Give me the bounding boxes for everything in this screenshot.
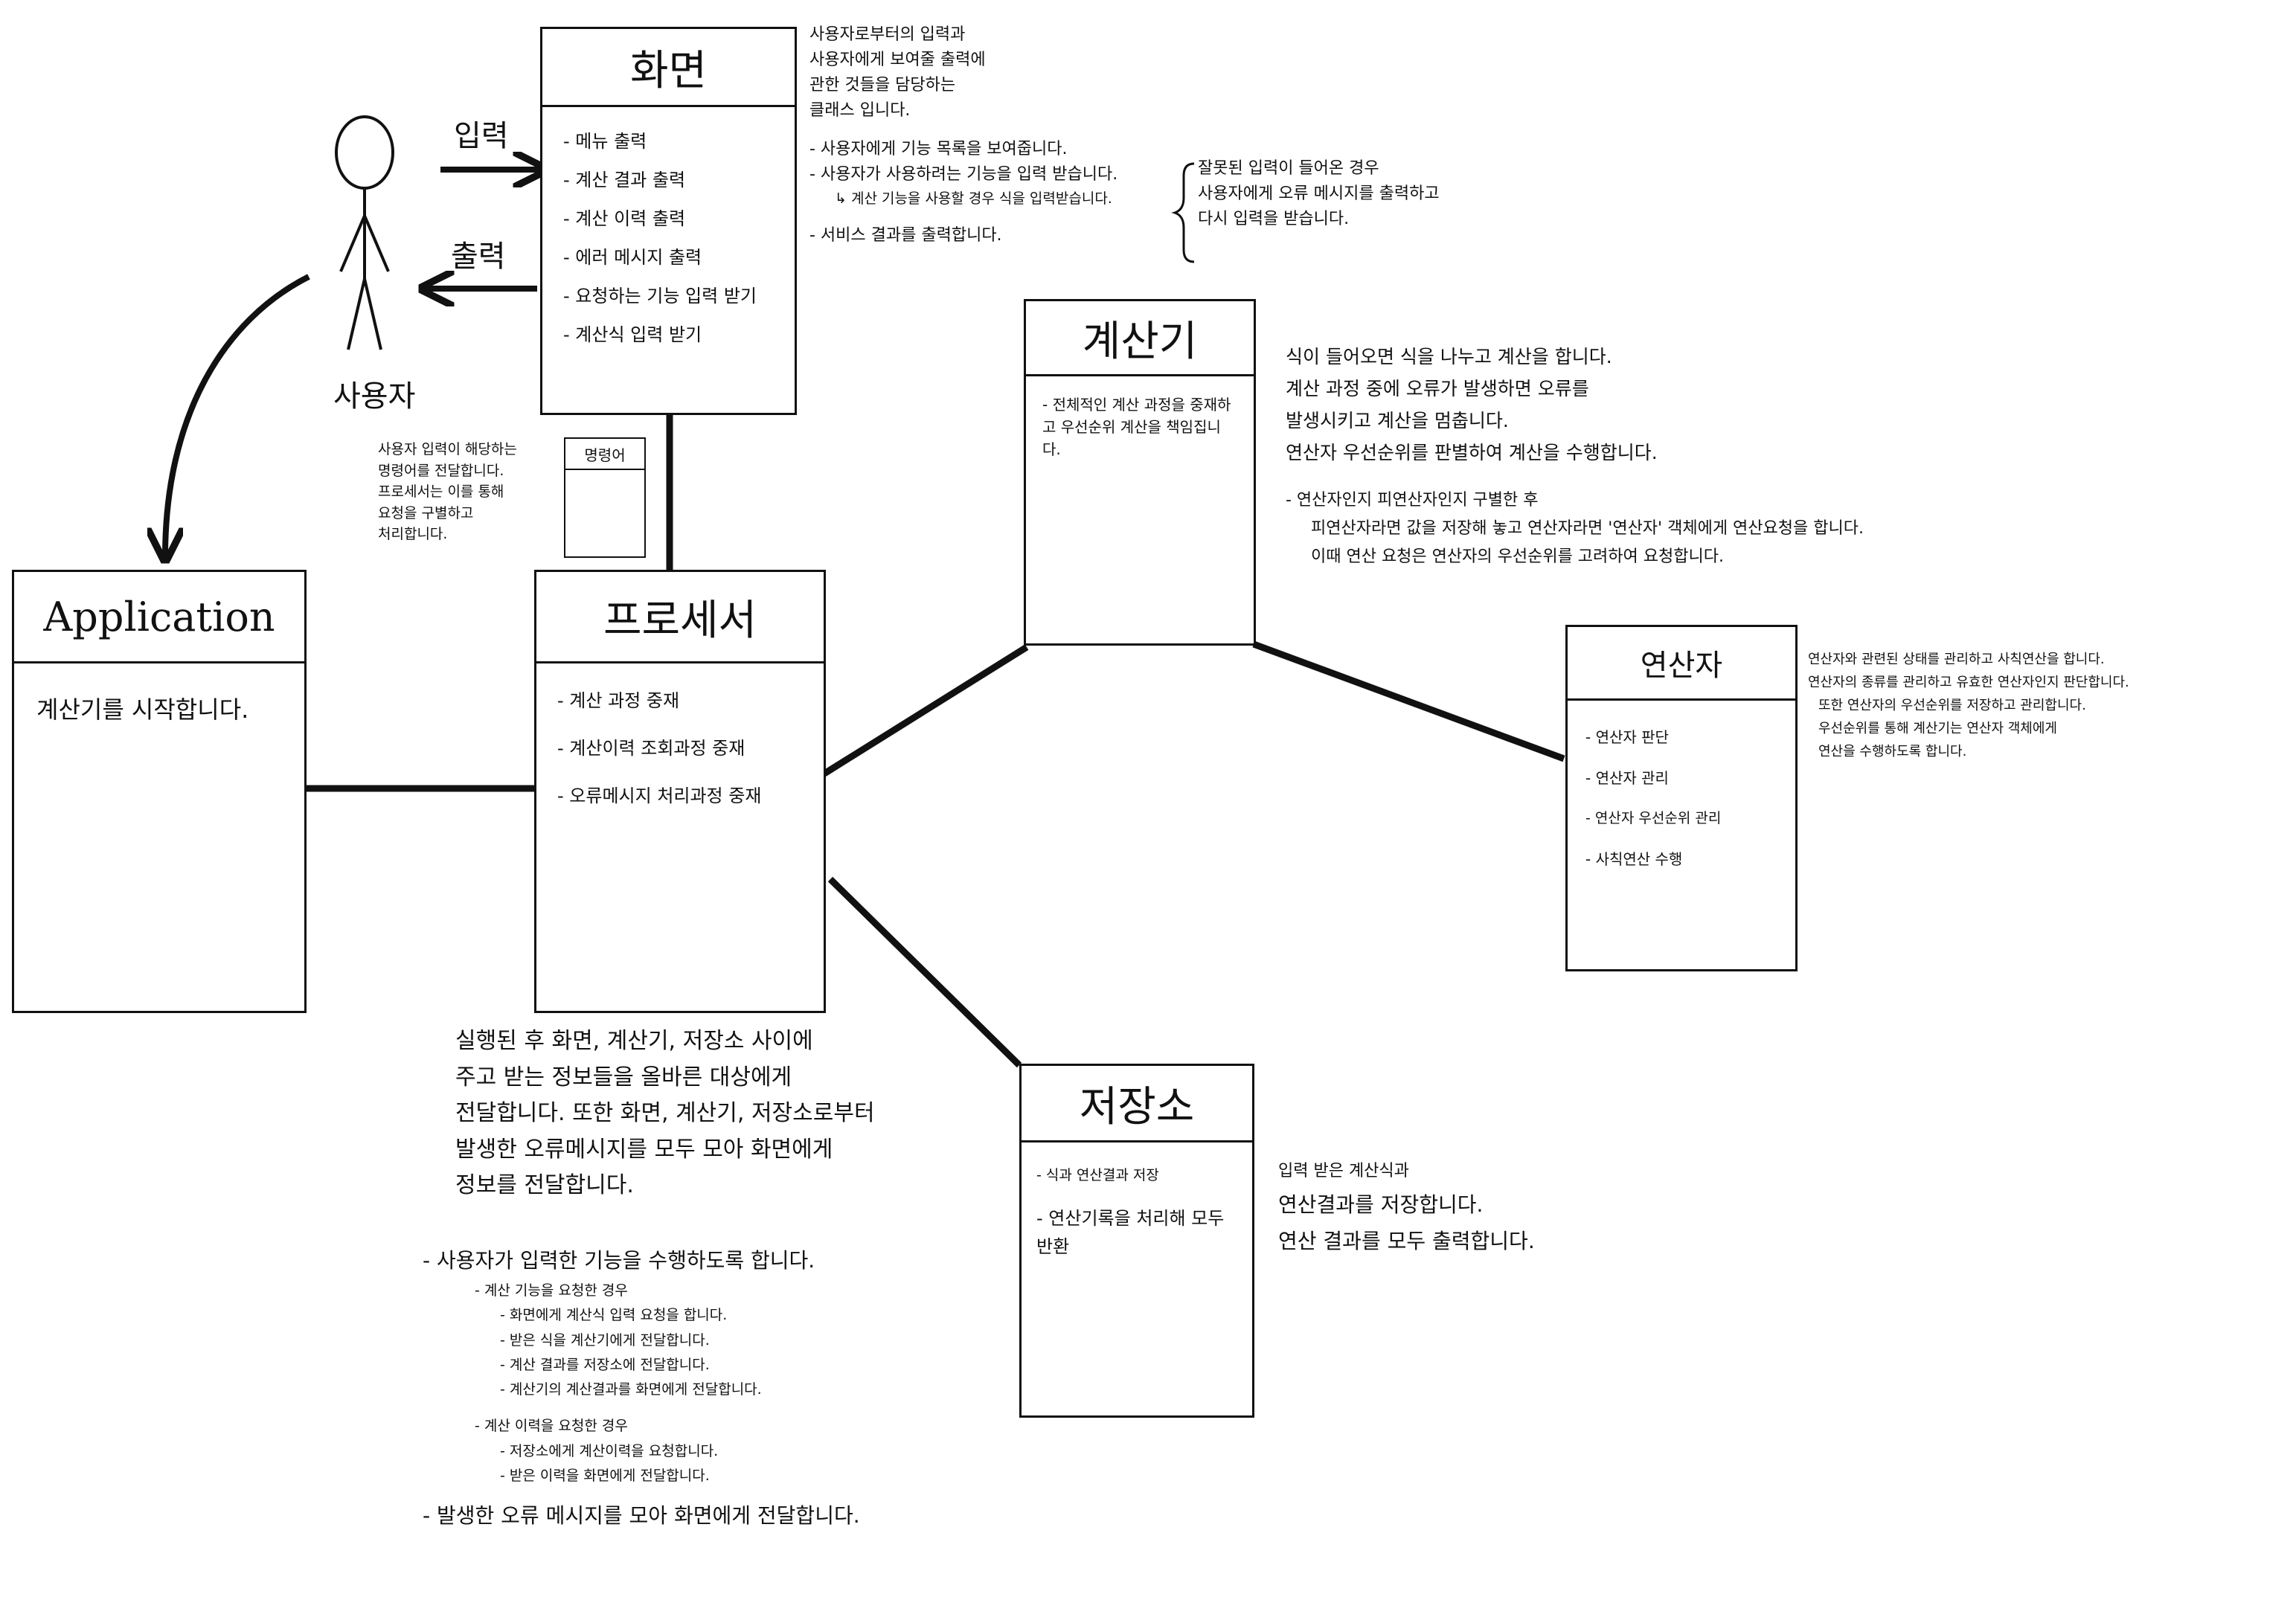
- note-line: 계산 과정 중에 오류가 발생하면 오류를: [1286, 378, 1589, 399]
- operator-item: - 연산자 판단: [1585, 728, 1669, 746]
- note-line: - 받은 식을 계산기에게 전달합니다.: [500, 1331, 710, 1349]
- note-line: 연산자와 관련된 상태를 관리하고 사칙연산을 합니다.: [1808, 652, 2105, 667]
- note-line: 연산자 우선순위를 판별하여 계산을 수행합니다.: [1286, 442, 1658, 463]
- note-line: 프로세서는 이를 통해: [378, 483, 504, 500]
- processor-item: - 계산이력 조회과정 중재: [557, 738, 745, 759]
- calculator-title: 계산기: [1082, 317, 1198, 366]
- note-line: ↳ 계산 기능을 사용할 경우 식을 입력받습니다.: [835, 190, 1112, 207]
- note-line: 사용자 입력이 해당하는: [378, 441, 517, 457]
- screen-error-note: 잘못된 입력이 들어온 경우 사용자에게 오류 메시지를 출력하고 다시 입력을…: [1198, 156, 1440, 232]
- note-line: 사용자에게 보여줄 출력에: [809, 51, 986, 70]
- note-line: 연산자의 종류를 관리하고 유효한 연산자인지 판단합니다.: [1808, 674, 2129, 690]
- screen-item: - 계산 이력 출력: [563, 208, 686, 229]
- note-line: 연산을 수행하도록 합니다.: [1818, 743, 1967, 759]
- storage-note: 입력 받은 계산식과 연산결과를 저장합니다. 연산 결과를 모두 출력합니다.: [1278, 1157, 1535, 1259]
- screen-class-box: 화면 - 메뉴 출력 - 계산 결과 출력 - 계산 이력 출력 - 에러 메시…: [540, 27, 797, 415]
- command-title: 명령어: [584, 446, 626, 464]
- start-arrow: [165, 274, 310, 556]
- operator-item: - 연산자 우선순위 관리: [1585, 810, 1722, 826]
- link-processor-calculator: [822, 644, 1029, 777]
- processor-summary-note: 실행된 후 화면, 계산기, 저장소 사이에 주고 받는 정보들을 올바른 대상…: [455, 1023, 875, 1204]
- processor-item: - 오류메시지 처리과정 중재: [557, 785, 762, 806]
- note-line: 입력 받은 계산식과: [1278, 1162, 1409, 1180]
- operator-class-box: 연산자 - 연산자 판단 - 연산자 관리 - 연산자 우선순위 관리 - 사칙…: [1565, 625, 1798, 971]
- note-line: 우선순위를 통해 계산기는 연산자 객체에게: [1818, 720, 2057, 736]
- note-line: 발생한 오류메시지를 모두 모아 화면에게: [455, 1136, 833, 1163]
- processor-item: - 계산 과정 중재: [557, 690, 680, 711]
- note-line: 관한 것들을 담당하는: [809, 76, 956, 95]
- application-body: 계산기를 시작합니다.: [36, 695, 249, 724]
- screen-note: 사용자로부터의 입력과 사용자에게 보여줄 출력에 관한 것들을 담당하는 클래…: [809, 22, 1117, 248]
- processor-list-note: - 사용자가 입력한 기능을 수행하도록 합니다. - 계산 기능을 요청한 경…: [423, 1242, 860, 1534]
- processor-class-box: 프로세서 - 계산 과정 중재 - 계산이력 조회과정 중재 - 오류메시지 처…: [534, 570, 826, 1013]
- note-line: - 서비스 결과를 출력합니다.: [809, 226, 1002, 245]
- command-box: 명령어: [564, 437, 646, 558]
- note-line: - 계산 기능을 요청한 경우: [475, 1282, 628, 1299]
- command-note: 사용자 입력이 해당하는 명령어를 전달합니다. 프로세서는 이를 통해 요청을…: [378, 439, 517, 545]
- user-figure: [335, 115, 394, 350]
- note-line: 피연산자라면 값을 저장해 놓고 연산자라면 '연산자' 객체에게 연산요청을 …: [1311, 518, 1864, 538]
- note-line: 처리합니다.: [378, 526, 448, 542]
- note-line: - 발생한 오류 메시지를 모아 화면에게 전달합니다.: [423, 1503, 860, 1528]
- note-line: 식이 들어오면 식을 나누고 계산을 합니다.: [1286, 346, 1612, 367]
- link-processor-storage: [827, 876, 1022, 1068]
- link-calculator-operator: [1252, 640, 1565, 762]
- note-line: - 연산자인지 피연산자인지 구별한 후: [1286, 491, 1539, 510]
- note-line: - 사용자가 입력한 기능을 수행하도록 합니다.: [423, 1248, 815, 1273]
- storage-class-box: 저장소 - 식과 연산결과 저장 - 연산기록을 처리해 모두 반환: [1019, 1064, 1254, 1418]
- note-line: - 사용자에게 기능 목록을 보여줍니다.: [809, 140, 1068, 159]
- note-line: 사용자로부터의 입력과: [809, 25, 966, 44]
- screen-item: - 에러 메시지 출력: [563, 247, 702, 268]
- calculator-item: - 전체적인 계산 과정을 중재하고 우선순위 계산을 책임집니다.: [1042, 396, 1231, 458]
- application-title: Application: [43, 593, 275, 640]
- screen-item: - 요청하는 기능 입력 받기: [563, 286, 757, 306]
- storage-item: - 식과 연산결과 저장: [1036, 1167, 1159, 1183]
- note-line: 요청을 구별하고: [378, 504, 474, 521]
- operator-note: 연산자와 관련된 상태를 관리하고 사칙연산을 합니다. 연산자의 종류를 관리…: [1808, 649, 2129, 764]
- note-line: 연산 결과를 모두 출력합니다.: [1278, 1228, 1535, 1253]
- note-line: - 사용자가 사용하려는 기능을 입력 받습니다.: [809, 165, 1118, 184]
- calculator-note: 식이 들어오면 식을 나누고 계산을 합니다. 계산 과정 중에 오류가 발생하…: [1286, 341, 1864, 571]
- storage-title: 저장소: [1079, 1082, 1195, 1131]
- note-line: - 계산 이력을 요청한 경우: [475, 1418, 628, 1435]
- operator-item: - 사칙연산 수행: [1585, 849, 1683, 868]
- processor-title: 프로세서: [603, 596, 757, 645]
- note-line: - 계산 결과를 저장소에 전달합니다.: [500, 1356, 710, 1373]
- note-line: 연산결과를 저장합니다.: [1278, 1192, 1484, 1217]
- note-line: 또한 연산자의 우선순위를 저장하고 관리합니다.: [1818, 697, 2086, 713]
- note-line: 잘못된 입력이 들어온 경우: [1198, 159, 1379, 178]
- note-line: 발생시키고 계산을 멈춥니다.: [1286, 410, 1509, 431]
- note-line: 사용자에게 오류 메시지를 출력하고: [1198, 184, 1440, 204]
- screen-title: 화면: [629, 46, 708, 95]
- operator-item: - 연산자 관리: [1585, 769, 1669, 787]
- note-line: 주고 받는 정보들을 올바른 대상에게: [455, 1064, 792, 1090]
- note-line: - 계산기의 계산결과를 화면에게 전달합니다.: [500, 1381, 762, 1398]
- operator-title: 연산자: [1640, 649, 1723, 683]
- screen-item: - 메뉴 출력: [563, 131, 647, 152]
- note-line: 실행된 후 화면, 계산기, 저장소 사이에: [455, 1028, 813, 1054]
- application-class-box: Application 계산기를 시작합니다.: [12, 570, 307, 1013]
- output-arrow-label: 출력: [451, 240, 506, 274]
- note-line: 이때 연산 요청은 연산자의 우선순위를 고려하여 요청합니다.: [1311, 547, 1724, 566]
- note-line: - 저장소에게 계산이력을 요청합니다.: [500, 1442, 719, 1459]
- note-line: 전달합니다. 또한 화면, 계산기, 저장소로부터: [455, 1100, 875, 1127]
- calculator-class-box: 계산기 - 전체적인 계산 과정을 중재하고 우선순위 계산을 책임집니다.: [1024, 299, 1256, 646]
- note-line: 정보를 전달합니다.: [455, 1172, 634, 1199]
- note-line: 명령어를 전달합니다.: [378, 462, 504, 479]
- note-line: - 화면에게 계산식 입력 요청을 합니다.: [500, 1307, 728, 1324]
- screen-item: - 계산식 입력 받기: [563, 324, 702, 345]
- user-label: 사용자: [333, 379, 416, 414]
- note-line: 클래스 입니다.: [809, 101, 911, 120]
- note-line: 다시 입력을 받습니다.: [1198, 210, 1350, 229]
- screen-item: - 계산 결과 출력: [563, 170, 686, 190]
- storage-item: - 연산기록을 처리해 모두 반환: [1036, 1208, 1225, 1258]
- note-line: - 받은 이력을 화면에게 전달합니다.: [500, 1467, 710, 1484]
- input-arrow-label: 입력: [454, 119, 509, 153]
